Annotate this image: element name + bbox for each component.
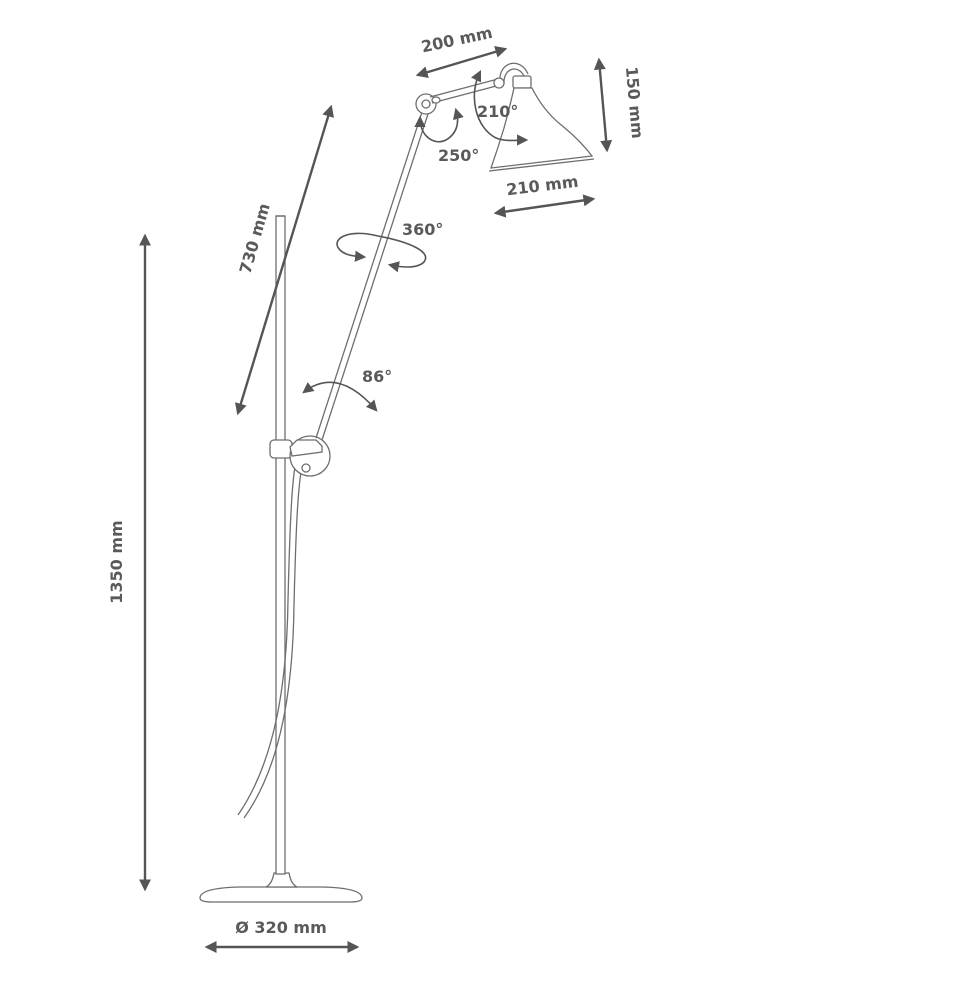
lamp-shade-pivot bbox=[493, 77, 505, 89]
dimension-lines: 1350 mm 730 mm 200 mm 150 mm 210 mm Ø 32… bbox=[107, 23, 647, 953]
lamp-elbow-pin bbox=[421, 99, 431, 109]
lamp-shade bbox=[490, 87, 594, 169]
base-dimension-label: Ø 320 mm bbox=[235, 918, 326, 937]
lamp-shade-socket bbox=[512, 75, 532, 89]
lamp-upper-arm-knob bbox=[431, 96, 441, 104]
lamp-base-collar bbox=[265, 872, 298, 888]
pole-dimension-arrow bbox=[235, 104, 334, 416]
upper-arm-dimension-label: 200 mm bbox=[420, 23, 495, 57]
rotation-indicators: 86° 360° 250° 210° bbox=[302, 69, 529, 412]
lamp-joint-pin bbox=[301, 463, 311, 473]
lamp-base bbox=[199, 886, 363, 903]
arm-rotation-arrow-right bbox=[377, 235, 427, 273]
shade-height-dimension-arrow bbox=[593, 57, 613, 153]
arm-rotation-angle-label: 360° bbox=[402, 220, 443, 239]
shade-height-dimension-label: 150 mm bbox=[622, 66, 647, 140]
lamp-joint-bracket bbox=[289, 439, 323, 457]
lamp-main-arm bbox=[315, 111, 423, 439]
pole-dimension-label: 730 mm bbox=[236, 201, 274, 276]
arm-rotation-arrow-left bbox=[336, 232, 379, 262]
shade-diameter-dimension-arrow bbox=[493, 194, 596, 218]
lamp-main-arm-rod bbox=[321, 113, 429, 441]
shade-diameter-dimension-label: 210 mm bbox=[505, 172, 579, 200]
elbow-joint-rotation-arrow bbox=[414, 107, 464, 143]
lamp-cable bbox=[237, 443, 302, 816]
shade-joint-angle-label: 210° bbox=[477, 102, 518, 121]
lamp-cable-outer bbox=[243, 447, 308, 819]
height-dimension-label: 1350 mm bbox=[107, 520, 126, 603]
base-joint-angle-label: 86° bbox=[362, 367, 392, 386]
lamp-shade-rim bbox=[488, 158, 595, 172]
lamp-pole-clamp bbox=[269, 439, 293, 459]
base-joint-rotation-arrow bbox=[302, 381, 378, 412]
elbow-joint-angle-label: 250° bbox=[438, 146, 479, 165]
lamp-pole bbox=[275, 215, 286, 875]
shade-joint-rotation-arrow bbox=[470, 69, 529, 146]
upper-arm-dimension-arrow bbox=[415, 46, 508, 78]
